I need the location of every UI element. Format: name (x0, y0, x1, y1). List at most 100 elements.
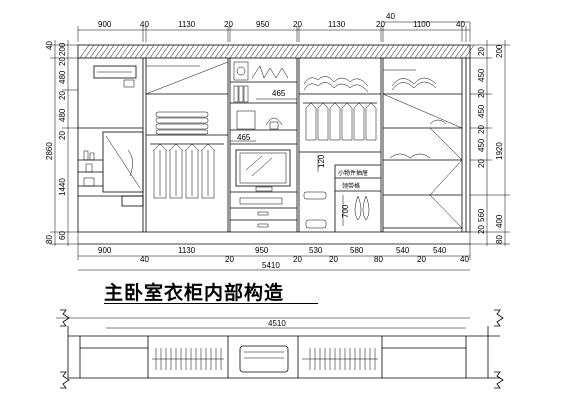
trousers-icon (354, 195, 362, 221)
dim-inner-0: 465 (272, 89, 286, 98)
hatch-stroke (219, 44, 230, 59)
dim-bottom-8: 580 (350, 246, 364, 255)
shirt-icon (353, 102, 365, 141)
folded-clothes-right-1 (391, 77, 437, 87)
hatch-stroke (379, 44, 390, 59)
hatch-stroke (144, 44, 155, 59)
hatch-stroke (404, 44, 415, 59)
dim-bottom-0: 900 (98, 246, 112, 255)
hatch-stroke (119, 44, 130, 59)
dim-top-0: 900 (98, 20, 112, 29)
hatch-stroke (104, 44, 115, 59)
folded-clothes-right-2 (429, 119, 447, 125)
dim-inner-1: 465 (237, 133, 251, 142)
hatch-stroke (464, 44, 475, 59)
dim-right-9: 560 (477, 208, 486, 222)
dim-top-3: 20 (224, 20, 233, 29)
shirt-icon (305, 102, 317, 141)
hatch-stroke (384, 44, 395, 59)
dim-left-9: 60 (58, 231, 67, 240)
hatch-stroke (309, 44, 320, 59)
dim-bottom-10: 540 (396, 246, 410, 255)
dim-top-10: 40 (386, 12, 395, 21)
wall-break-left (60, 309, 70, 327)
label-small-items-drawer: 小物件抽屉 (338, 169, 368, 177)
dim-left-1: 200 (58, 42, 67, 56)
air-conditioner-icon (93, 65, 137, 79)
hatch-stroke (349, 44, 360, 59)
hatch-stroke (329, 44, 340, 59)
shirt-icon (329, 102, 341, 141)
left-niche (78, 65, 144, 207)
hatch-stroke (164, 44, 175, 59)
hatch-stroke (304, 44, 315, 59)
hatch-stroke (459, 44, 470, 59)
hatch-stroke (314, 44, 325, 59)
hatch-stroke (124, 44, 135, 59)
hatch-stroke (94, 44, 105, 59)
dim-bottom-5: 20 (293, 255, 302, 264)
hatch-stroke (109, 44, 120, 59)
hatch-stroke (409, 44, 420, 59)
dim-left-3: 480 (58, 70, 67, 84)
hatch-stroke (289, 44, 300, 59)
hatch-stroke (279, 44, 290, 59)
folded-towels (251, 65, 289, 79)
bottom-dimension-line: 900 40 1130 20 950 20 530 20 580 80 540 … (78, 246, 470, 271)
hatch-stroke (264, 44, 275, 59)
hatch-stroke (354, 44, 365, 59)
folded-clothes-right-3 (389, 153, 431, 159)
right-dimension-lines: 200 20 450 20 450 20 1920 450 20 560 400… (470, 40, 510, 246)
dim-right-1: 20 (477, 47, 486, 56)
plan-view: 4510 (56, 309, 504, 389)
hatch-stroke (299, 44, 310, 59)
dim-right-6: 1920 (495, 142, 504, 160)
hatch-stroke (249, 44, 260, 59)
dim-right-2: 450 (477, 68, 486, 82)
folded-clothes-stack (155, 111, 209, 135)
dim-bottom-13: 40 (460, 255, 469, 264)
folded-sweaters (303, 76, 369, 87)
dim-bottom-12: 540 (433, 246, 447, 255)
hatch-stroke (174, 44, 185, 59)
shirt-icon (341, 102, 353, 141)
dim-total-width: 5410 (262, 261, 280, 270)
hatch-stroke (204, 44, 215, 59)
section-tv-shelves: 465 465 (230, 61, 297, 228)
label-tie-drawer: 领带格 (342, 182, 360, 190)
hatch-stroke (244, 44, 255, 59)
hatch-stroke (169, 44, 180, 59)
hatch-stroke (114, 44, 125, 59)
hatch-stroke (434, 44, 445, 59)
hatch-stroke (274, 44, 285, 59)
shirt-icon (365, 102, 377, 141)
hatch-stroke (84, 44, 95, 59)
dim-right-11: 20 (477, 225, 486, 234)
hatch-stroke (234, 44, 245, 59)
dim-top-8: 1100 (413, 20, 431, 29)
hatch-stroke (449, 44, 460, 59)
dim-right-8: 20 (477, 159, 486, 168)
section-right-column (382, 69, 463, 229)
dim-bottom-7: 20 (329, 255, 338, 264)
hatch-stroke (194, 44, 205, 59)
hatch-stroke (254, 44, 265, 59)
top-dimension-line: 900 40 1130 20 950 20 1130 20 1100 40 40 (77, 12, 471, 42)
dim-top-1: 40 (140, 20, 149, 29)
dim-right-10: 400 (495, 214, 504, 228)
dim-left-4: 20 (58, 91, 67, 100)
coat-icon (185, 143, 199, 199)
dim-right-4: 450 (477, 104, 486, 118)
dim-top-9: 40 (456, 20, 465, 29)
hatch-stroke (284, 44, 295, 59)
drawing-title: 主卧室衣柜内部构造 (104, 282, 285, 304)
dim-bottom-2: 1130 (178, 246, 196, 255)
left-dimension-lines: 40 200 20 480 20 480 2860 20 1440 60 80 (45, 40, 78, 246)
section-hanging-coats (145, 61, 229, 199)
dim-left-0: 40 (45, 41, 54, 50)
dvd-player-icon (239, 197, 283, 205)
dim-bottom-1: 40 (140, 255, 149, 264)
hatch-stroke (129, 44, 140, 59)
hatch-stroke (444, 44, 455, 59)
